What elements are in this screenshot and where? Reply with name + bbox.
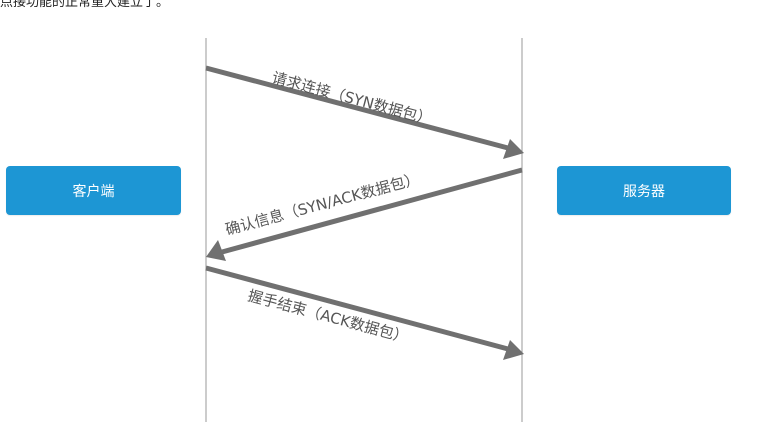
client-node: 客户端 bbox=[6, 166, 181, 215]
server-node: 服务器 bbox=[557, 166, 731, 215]
header-text: 点接功能的正常重大建立了。 bbox=[0, 0, 170, 10]
message-arrow-synack bbox=[206, 167, 523, 261]
message-label-syn: 请求连接（SYN数据包） bbox=[270, 68, 434, 128]
message-arrow-syn bbox=[205, 65, 524, 159]
message-arrow-ack bbox=[205, 265, 524, 360]
